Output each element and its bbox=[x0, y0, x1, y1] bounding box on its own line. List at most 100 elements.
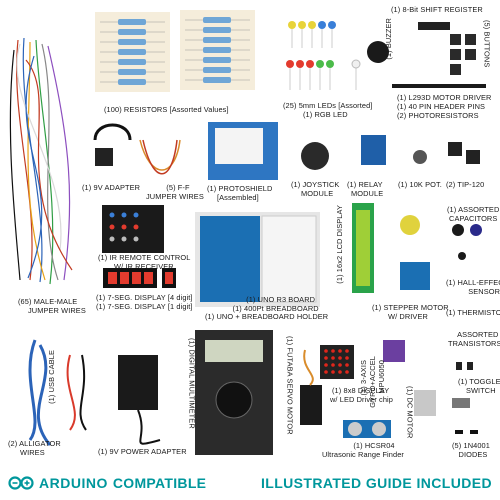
label-buzzer: (1) BUZZER bbox=[384, 18, 393, 60]
label-alligator: (2) ALLIGATOR WIRES bbox=[8, 439, 61, 457]
label-uno-line3: (1) UNO + BREADBOARD HOLDER bbox=[205, 312, 329, 322]
label-transistors: ASSORTED TRANSISTORS bbox=[448, 330, 500, 348]
label-relay-line1: (1) RELAY bbox=[347, 180, 383, 189]
label-alligator-line1: (2) ALLIGATOR bbox=[8, 439, 61, 448]
label-stepper: (1) STEPPER MOTOR W/ DRIVER bbox=[372, 303, 449, 321]
label-hall-sensor: (1) HALL-EFFECT SENSOR bbox=[446, 278, 500, 296]
transistors-image bbox=[456, 362, 462, 370]
resistors-image bbox=[95, 10, 255, 92]
label-alligator-line2: WIRES bbox=[20, 447, 45, 457]
dc-motor-image bbox=[414, 390, 436, 416]
label-dc-motor: (1) DC MOTOR bbox=[405, 386, 415, 439]
label-leds-line2: (1) RGB LED bbox=[303, 109, 348, 119]
label-ff-wires-line2: JUMPER WIRES bbox=[146, 191, 204, 201]
label-joystick-line2: MODULE bbox=[301, 188, 334, 198]
ff-wires-image bbox=[139, 139, 181, 171]
label-ir-remote-line1: (1) IR REMOTE CONTROL bbox=[98, 253, 191, 262]
uno-board-image bbox=[200, 216, 260, 302]
label-uno-line2: (1) 400Pt BREADBOARD bbox=[232, 303, 319, 313]
label-capacitors-line2: CAPACITORS bbox=[449, 213, 498, 223]
footer-banner: ARDUINO COMPATIBLE ILLUSTRATED GUIDE INC… bbox=[0, 466, 500, 500]
power-adapter-image bbox=[118, 355, 158, 410]
guide-text: ILLUSTRATED GUIDE INCLUDED bbox=[260, 475, 492, 491]
joystick-image bbox=[301, 142, 329, 170]
label-uno-line1: (1) UNO R3 BOARD bbox=[246, 295, 316, 304]
label-relay-line2: MODULE bbox=[351, 188, 384, 198]
label-leds-line1: (25) 5mm LEDs [Assorted] bbox=[283, 101, 373, 110]
label-lcd: (1) 16x2 LCD DISPLAY bbox=[335, 205, 344, 284]
label-toggle-line1: (1) TOGGLE bbox=[458, 377, 500, 386]
label-matrix-line2: w/ LED Driver chip bbox=[330, 394, 393, 404]
label-diodes: (5) 1N4001 DIODES bbox=[452, 441, 490, 459]
label-ff-wires-line1: (5) F-F bbox=[166, 183, 190, 192]
label-matrix-line1: (1) 8x8 DISPLAY bbox=[332, 386, 390, 395]
label-stepper-line1: (1) STEPPER MOTOR bbox=[372, 303, 449, 312]
usb-cable-image bbox=[28, 339, 37, 441]
label-hall-sensor-line2: SENSOR bbox=[468, 286, 500, 296]
label-photoresistors: (2) PHOTORESISTORS bbox=[397, 111, 479, 120]
label-transistors-line1: ASSORTED bbox=[457, 330, 499, 339]
label-capacitors-line1: (1) ASSORTED bbox=[447, 205, 500, 214]
label-uno: (1) UNO R3 BOARD (1) 400Pt BREADBOARD (1… bbox=[205, 295, 329, 322]
buttons-image bbox=[450, 34, 476, 75]
label-diodes-line1: (5) 1N4001 bbox=[452, 441, 490, 450]
header-pins-image bbox=[392, 84, 486, 88]
label-protoshield-line1: (1) PROTOSHIELD bbox=[207, 184, 273, 193]
male-jumper-wires-image bbox=[9, 37, 73, 285]
label-relay: (1) RELAY MODULE bbox=[347, 180, 384, 198]
label-power-adapter: (1) 9V POWER ADAPTER bbox=[98, 447, 187, 456]
buzzer-image bbox=[367, 41, 389, 63]
label-resistors: (100) RESISTORS [Assorted Values] bbox=[104, 105, 229, 114]
stepper-motor-image bbox=[400, 215, 420, 235]
label-male-wires-line1: (65) MALE-MALE bbox=[18, 297, 78, 306]
pot-image bbox=[413, 150, 427, 164]
label-header-pins: (1) 40 PIN HEADER PINS bbox=[397, 102, 486, 111]
label-seven-seg-line1: (1) 7-SEG. DISPLAY [4 digit] bbox=[96, 293, 193, 302]
hall-sensor-image bbox=[458, 252, 466, 260]
tip120-image bbox=[448, 142, 462, 156]
label-ir-remote-line2: W/ IR RECEIVER bbox=[114, 261, 174, 271]
brand-name: ARDUINO bbox=[39, 475, 108, 491]
capacitors-image bbox=[452, 224, 464, 236]
label-thermistor: (1) THERMISTOR bbox=[446, 308, 500, 317]
label-ir-remote: (1) IR REMOTE CONTROL W/ IR RECEIVER bbox=[98, 253, 191, 271]
label-protoshield-line2: [Assembled] bbox=[217, 192, 259, 202]
servo-image bbox=[300, 385, 322, 425]
label-tip120: (2) TIP-120 bbox=[446, 180, 485, 189]
label-joystick-line1: (1) JOYSTICK bbox=[291, 180, 340, 189]
label-seven-seg-line2: (1) 7-SEG. DISPLAY [1 digit] bbox=[96, 301, 193, 311]
label-protoshield: (1) PROTOSHIELD [Assembled] bbox=[207, 184, 273, 202]
alligator-wires-image bbox=[66, 354, 76, 431]
label-toggle: (1) TOGGLE SWITCH bbox=[458, 377, 500, 395]
label-toggle-line2: SWITCH bbox=[465, 385, 496, 395]
label-usb-cable: (1) USB CABLE bbox=[47, 350, 56, 404]
label-stepper-line2: W/ DRIVER bbox=[388, 311, 428, 321]
brand: ARDUINO COMPATIBLE bbox=[8, 475, 206, 491]
battery-clip-image bbox=[93, 123, 132, 141]
arduino-logo-icon bbox=[8, 476, 34, 490]
label-shift-register: (1) 8-Bit SHIFT REGISTER bbox=[391, 5, 483, 14]
label-capacitors: (1) ASSORTED CAPACITORS bbox=[447, 205, 500, 223]
relay-image bbox=[361, 135, 386, 165]
label-ultrasonic: (1) HCSR04 Ultrasonic Range Finder bbox=[322, 441, 404, 459]
mpu6050-image bbox=[383, 340, 405, 362]
label-multimeter: (1) DIGITAL MULTIMETER bbox=[187, 338, 197, 429]
label-buttons: (5) BUTTONS bbox=[482, 20, 492, 68]
label-ultrasonic-line2: Ultrasonic Range Finder bbox=[322, 449, 404, 459]
shift-register-image bbox=[418, 22, 450, 30]
label-hall-sensor-line1: (1) HALL-EFFECT bbox=[446, 278, 500, 287]
label-male-wires-line2: JUMPER WIRES bbox=[28, 305, 86, 315]
label-joystick: (1) JOYSTICK MODULE bbox=[291, 180, 340, 198]
diodes-image bbox=[455, 430, 478, 434]
breadboard-image bbox=[261, 215, 317, 303]
label-matrix: (1) 8x8 DISPLAY w/ LED Driver chip bbox=[330, 386, 393, 404]
stepper-driver-image bbox=[400, 262, 430, 290]
brand-suffix: COMPATIBLE bbox=[112, 475, 207, 491]
label-diodes-line2: DIODES bbox=[458, 449, 488, 459]
label-pot: (1) 10K POT. bbox=[398, 180, 442, 189]
label-ultrasonic-line1: (1) HCSR04 bbox=[353, 441, 395, 450]
toggle-switch-image bbox=[452, 398, 470, 408]
label-seven-seg: (1) 7-SEG. DISPLAY [4 digit] (1) 7-SEG. … bbox=[96, 293, 193, 311]
